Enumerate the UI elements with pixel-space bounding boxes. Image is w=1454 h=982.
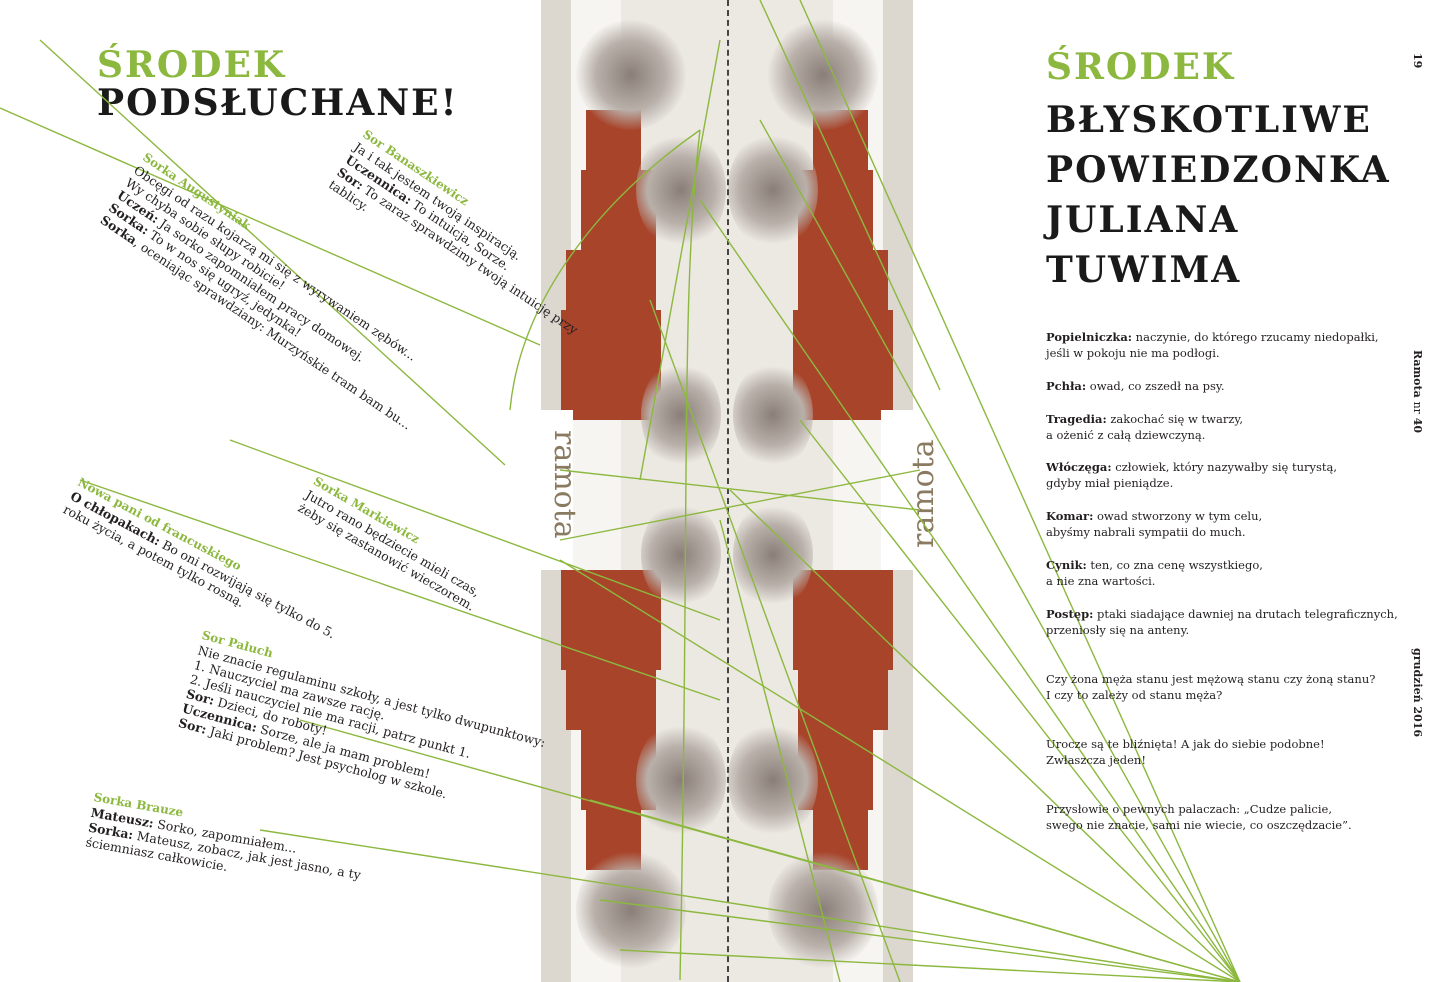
right-title-line: POWIEDZONKA	[1046, 149, 1391, 191]
glossary-term: Postęp:	[1046, 607, 1094, 621]
glossary-entry: Komar: owad stworzony w tym celu, abyśmy…	[1046, 509, 1263, 539]
quote: Urocze są te bliźnięta! A jak do siebie …	[1046, 737, 1325, 767]
fold-line	[727, 0, 729, 982]
glossary-term: Cynik:	[1046, 558, 1087, 572]
right-title-line: JULIANA	[1046, 199, 1240, 241]
logo-label-right: ramota	[906, 439, 941, 548]
right-title: BŁYSKOTLIWE POWIEDZONKA JULIANA TUWIMA	[1046, 95, 1391, 295]
right-kicker: ŚRODEK	[1046, 46, 1236, 88]
glossary-term: Tragedia:	[1046, 412, 1107, 426]
logo-label-left: ramota	[547, 430, 582, 539]
glossary-term: Pchła:	[1046, 379, 1087, 393]
issue-number: 40	[1411, 417, 1424, 434]
glossary-entry: Cynik: ten, co zna cenę wszystkiego, a n…	[1046, 558, 1263, 588]
glossary-term: Komar:	[1046, 509, 1094, 523]
glossary-entry: Popielniczka: naczynie, do którego rzuca…	[1046, 330, 1379, 360]
left-kicker: ŚRODEK	[97, 44, 287, 86]
right-title-line: TUWIMA	[1046, 249, 1242, 291]
quote: Czy żona męża stanu jest mężową stanu cz…	[1046, 672, 1376, 702]
glossary-term: Włóczęga:	[1046, 460, 1112, 474]
issue-prefix: nr	[1411, 401, 1424, 414]
glossary-entry: Włóczęga: człowiek, który nazywałby się …	[1046, 460, 1338, 490]
right-title-line: BŁYSKOTLIWE	[1046, 99, 1372, 141]
glossary-entry: Pchła: owad, co zszedł na psy.	[1046, 379, 1225, 393]
page-number: 19	[1411, 53, 1424, 69]
issue-date: grudzień 2016	[1411, 648, 1424, 738]
glossary-entry: Tragedia: zakochać się w twarzy, a ożeni…	[1046, 412, 1244, 442]
left-title: PODSŁUCHANE!	[97, 82, 459, 124]
glossary-entry: Postęp: ptaki siadające dawniej na druta…	[1046, 607, 1398, 637]
magazine-issue: Ramota nr 40	[1411, 350, 1424, 433]
glossary-term: Popielniczka:	[1046, 330, 1133, 344]
magazine-name: Ramota	[1411, 350, 1424, 398]
quote: Przysłowie o pewnych palaczach: „Cudze p…	[1046, 802, 1352, 832]
